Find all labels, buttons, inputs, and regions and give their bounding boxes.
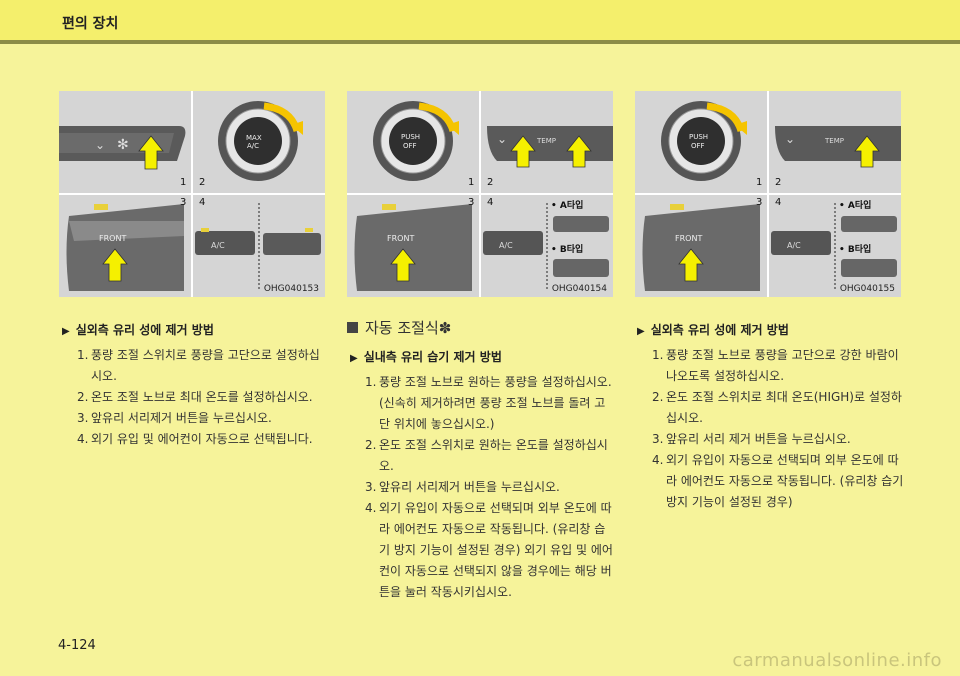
panel-number: 2 bbox=[775, 177, 782, 188]
panel-number: 1 bbox=[468, 177, 475, 188]
col3-section-title: ▶실외측 유리 성에 제거 방법 bbox=[637, 323, 789, 337]
square-bullet-icon bbox=[347, 322, 358, 333]
list-item: 1.풍량 조절 노브로 풍량을 고단으로 강한 바람이 나오도록 설정하십시오. bbox=[652, 348, 899, 383]
panel-number: 4 bbox=[775, 197, 782, 208]
figure-3-illustration: PUSH OFF ⌄ TEMP FRONT A/C bbox=[635, 91, 901, 297]
figure-3: PUSH OFF ⌄ TEMP FRONT A/C 1 2 3 4 • A타입 … bbox=[635, 91, 901, 297]
figure-1: ⌄ ✻ ⌃ MAX A/C FRONT A/C 1 2 3 4 OHG04015… bbox=[59, 91, 325, 297]
section-header-title: 편의 장치 bbox=[62, 16, 119, 32]
col1-section-title: ▶실외측 유리 성에 제거 방법 bbox=[62, 323, 214, 337]
figure-code: OHG040154 bbox=[551, 284, 607, 294]
list-item: 2.온도 조절 노브로 최대 온도를 설정하십시오. bbox=[77, 390, 313, 404]
list-item: 2.온도 조절 스위치로 최대 온도(HIGH)로 설정하십시오. bbox=[652, 390, 902, 425]
list-item: 2.온도 조절 스위치로 원하는 온도를 설정하십시오. bbox=[365, 438, 608, 473]
type-b-label: • B타입 bbox=[551, 245, 584, 255]
svg-text:A/C: A/C bbox=[247, 142, 259, 150]
figure-2: PUSH OFF ⌄ TEMP FRONT A/C 1 2 3 4 • A타입 … bbox=[347, 91, 613, 297]
list-item: 3.앞유리 서리제거 버튼을 누르십시오. bbox=[77, 411, 272, 425]
panel-number: 4 bbox=[487, 197, 494, 208]
type-a-label: • A타입 bbox=[551, 201, 584, 211]
svg-text:A/C: A/C bbox=[787, 241, 801, 250]
svg-text:TEMP: TEMP bbox=[536, 137, 556, 145]
list-item: 3.앞유리 서리 제거 버튼을 누르십시오. bbox=[652, 432, 851, 446]
col3-steps: 1.풍량 조절 노브로 풍량을 고단으로 강한 바람이 나오도록 설정하십시오.… bbox=[652, 345, 904, 513]
type-a-label: • A타입 bbox=[839, 201, 872, 211]
svg-text:OFF: OFF bbox=[403, 142, 417, 150]
col2-steps: 1.풍량 조절 노브로 원하는 풍량을 설정하십시오. (신속히 제거하려면 풍… bbox=[365, 372, 615, 603]
col2-heading: 자동 조절식✽ bbox=[347, 317, 451, 338]
svg-text:A/C: A/C bbox=[211, 241, 225, 250]
svg-text:FRONT: FRONT bbox=[387, 234, 414, 243]
list-item: 4.외기 유입이 자동으로 선택되며 외부 온도에 따라 에어컨도 자동으로 작… bbox=[652, 453, 904, 509]
panel-number: 3 bbox=[180, 197, 187, 208]
svg-text:A/C: A/C bbox=[499, 241, 513, 250]
triangle-bullet-icon: ▶ bbox=[350, 353, 358, 364]
panel-number: 2 bbox=[487, 177, 494, 188]
page-number: 4-124 bbox=[58, 638, 96, 653]
header-rule bbox=[0, 40, 960, 44]
type-b-label: • B타입 bbox=[839, 245, 872, 255]
figure-code: OHG040155 bbox=[839, 284, 895, 294]
list-item: 4.외기 유입 및 에어컨이 자동으로 선택됩니다. bbox=[77, 432, 313, 446]
svg-text:⌄: ⌄ bbox=[95, 138, 105, 152]
figure-code: OHG040153 bbox=[263, 284, 319, 294]
svg-text:MAX: MAX bbox=[246, 134, 262, 142]
panel-number: 1 bbox=[180, 177, 187, 188]
list-item: 4.외기 유입이 자동으로 선택되며 외부 온도에 따라 에어컨도 자동으로 작… bbox=[365, 501, 613, 599]
svg-text:PUSH: PUSH bbox=[689, 133, 708, 141]
panel-number: 2 bbox=[199, 177, 206, 188]
svg-text:⌄: ⌄ bbox=[785, 132, 795, 146]
list-item: 1.풍량 조절 노브로 원하는 풍량을 설정하십시오. (신속히 제거하려면 풍… bbox=[365, 375, 612, 431]
col2-section-title: ▶실내측 유리 습기 제거 방법 bbox=[350, 350, 502, 364]
watermark: carmanualsonline.info bbox=[732, 650, 942, 671]
list-item: 3.앞유리 서리제거 버튼을 누르십시오. bbox=[365, 480, 560, 494]
svg-text:PUSH: PUSH bbox=[401, 133, 420, 141]
panel-number: 3 bbox=[756, 197, 763, 208]
panel-number: 4 bbox=[199, 197, 206, 208]
svg-text:TEMP: TEMP bbox=[824, 137, 844, 145]
panel-number: 3 bbox=[468, 197, 475, 208]
svg-text:FRONT: FRONT bbox=[99, 234, 126, 243]
svg-text:⌄: ⌄ bbox=[497, 132, 507, 146]
svg-text:FRONT: FRONT bbox=[675, 234, 702, 243]
triangle-bullet-icon: ▶ bbox=[62, 326, 70, 337]
triangle-bullet-icon: ▶ bbox=[637, 326, 645, 337]
panel-number: 1 bbox=[756, 177, 763, 188]
svg-text:OFF: OFF bbox=[691, 142, 705, 150]
list-item: 1.풍량 조절 스위치로 풍량을 고단으로 설정하십시오. bbox=[77, 348, 320, 383]
col1-steps: 1.풍량 조절 스위치로 풍량을 고단으로 설정하십시오. 2.온도 조절 노브… bbox=[77, 345, 327, 450]
figure-2-illustration: PUSH OFF ⌄ TEMP FRONT A/C bbox=[347, 91, 613, 297]
page-header: 편의 장치 bbox=[0, 0, 960, 44]
svg-text:✻: ✻ bbox=[117, 137, 129, 153]
figure-1-illustration: ⌄ ✻ ⌃ MAX A/C FRONT A/C bbox=[59, 91, 325, 297]
